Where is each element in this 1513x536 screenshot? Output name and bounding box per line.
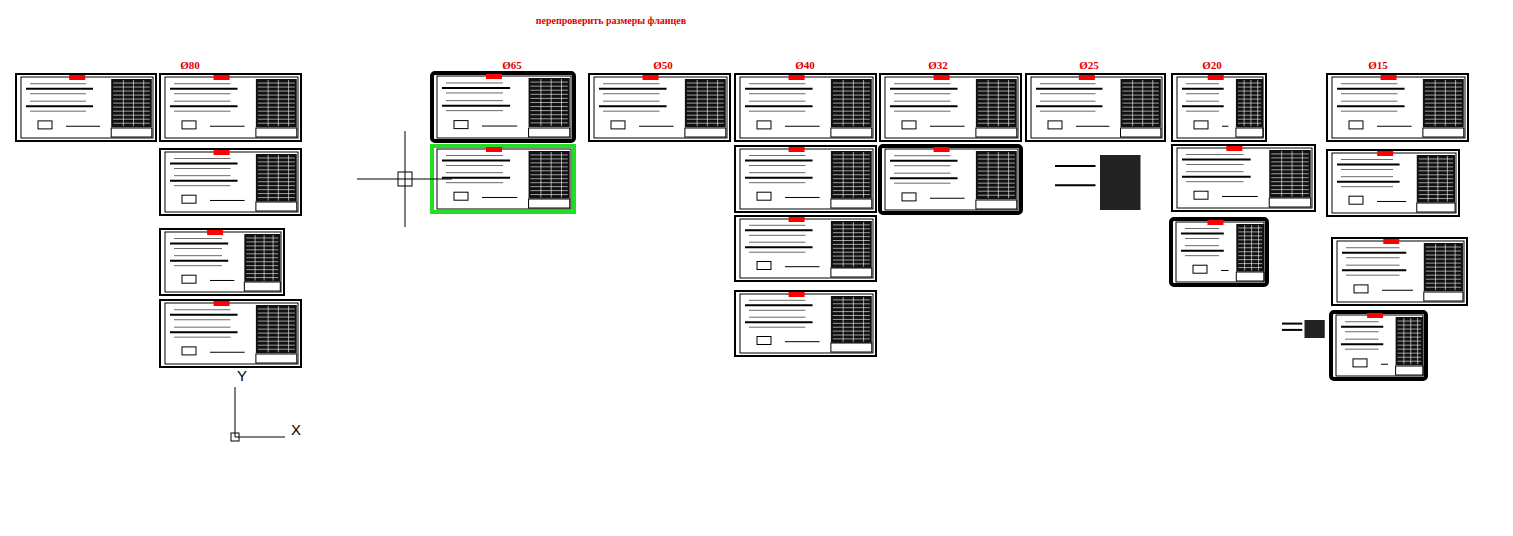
cad-note: перепроверить размеры фланцев (536, 15, 686, 26)
drawing-sheet (160, 149, 301, 215)
drawing-sheet (735, 291, 876, 356)
diameter-label: Ø65 (502, 59, 522, 71)
drawing-sheet (432, 146, 574, 212)
drawing-sheet (160, 229, 284, 295)
drawing-sheet (880, 74, 1021, 141)
ucs-icon (231, 387, 285, 441)
loose-drawing (1282, 320, 1325, 338)
drawing-sheet (589, 74, 730, 141)
diameter-label: Ø20 (1202, 59, 1222, 71)
diameter-label: Ø15 (1368, 59, 1388, 71)
diameter-label: Ø32 (928, 59, 948, 71)
drawing-sheet (1026, 74, 1165, 141)
axis-label: X (291, 421, 301, 438)
drawing-sheet (16, 74, 156, 141)
drawing-sheet (160, 300, 301, 367)
drawing-sheet (1172, 74, 1266, 141)
drawing-sheet (735, 74, 876, 141)
diameter-label: Ø40 (795, 59, 815, 71)
drawing-sheet (1327, 74, 1468, 141)
diameter-label: Ø50 (653, 59, 673, 71)
drawing-sheet (1172, 145, 1315, 211)
drawing-sheet (880, 146, 1021, 213)
diameter-label: Ø80 (180, 59, 200, 71)
loose-drawing (1055, 155, 1141, 210)
drawing-sheet (160, 74, 301, 141)
drawing-sheet (432, 73, 574, 141)
drawing-sheet (1331, 312, 1426, 379)
cursor-crosshair (357, 131, 452, 227)
axis-label: Y (237, 367, 247, 384)
drawing-sheet (735, 216, 876, 281)
diameter-label: Ø25 (1079, 59, 1099, 71)
drawing-sheet (735, 146, 876, 212)
drawing-sheet (1327, 150, 1459, 216)
drawing-sheet (1171, 219, 1267, 285)
drawing-sheet (1332, 238, 1467, 305)
